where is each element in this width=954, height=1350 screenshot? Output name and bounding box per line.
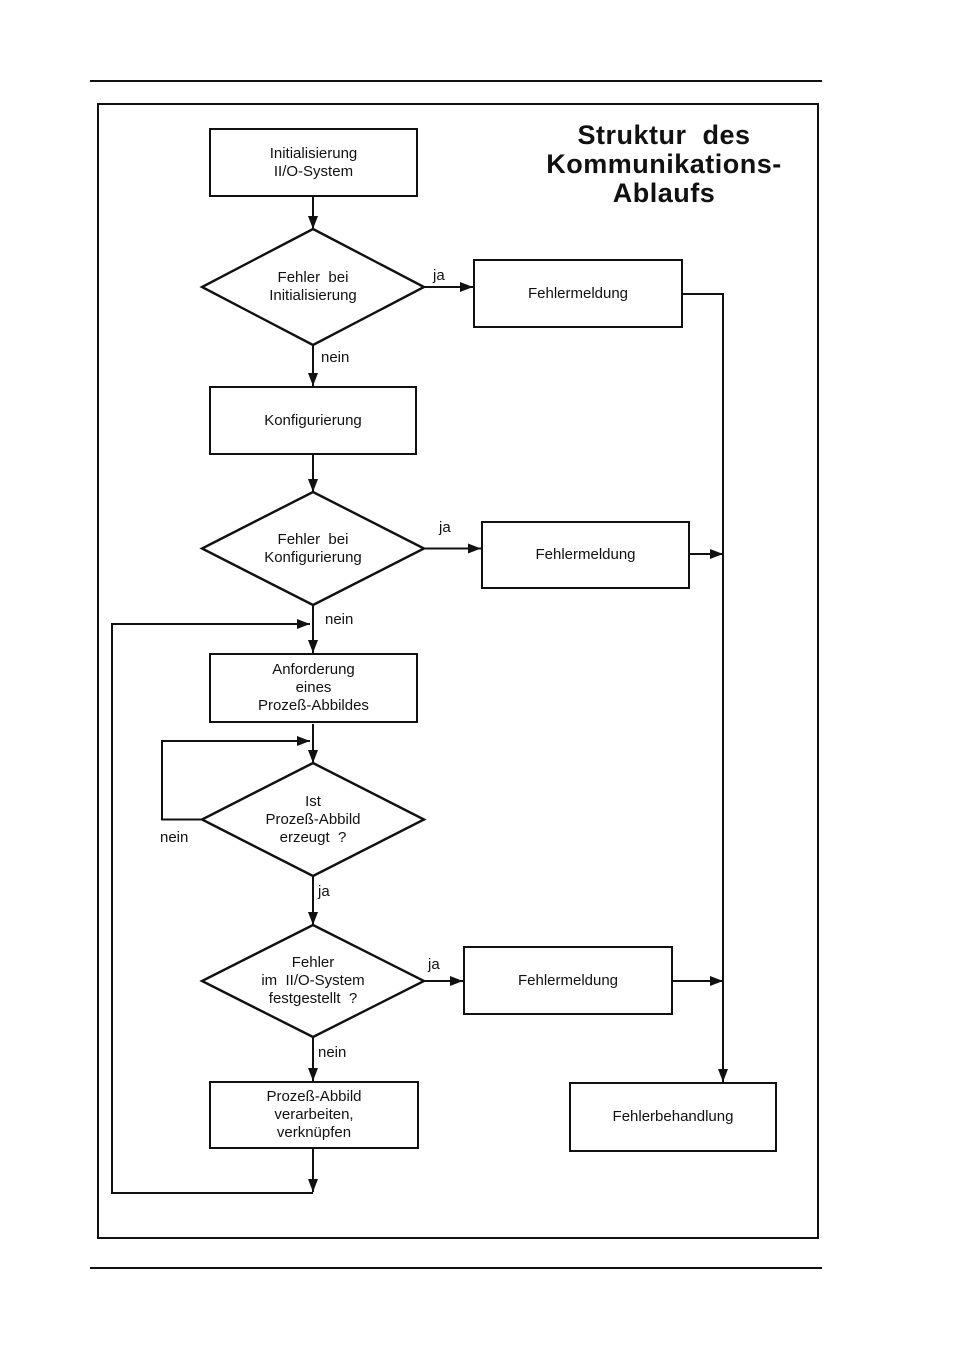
edge-label-ja-4: ja: [428, 956, 440, 973]
decision-fehler-system-shape: [199, 923, 427, 1039]
node-fehlermeldung-3: Fehlermeldung: [463, 946, 673, 1015]
diagram-title: Struktur des Kommunikations- Ablaufs: [546, 120, 782, 208]
node-anforderung: Anforderung eines Prozeß-Abbildes: [209, 653, 418, 723]
node-fehlermeldung-3-label: Fehlermeldung: [517, 971, 619, 989]
node-fehlerbehandlung-label: Fehlerbehandlung: [612, 1108, 734, 1125]
bottom-rule: [90, 1267, 822, 1269]
edge-label-nein-4: nein: [318, 1044, 347, 1061]
decision-prozess-abbild-shape: [199, 761, 427, 878]
decision-initialisierung-shape: [199, 227, 427, 347]
node-anforderung-label: Anforderung eines Prozeß-Abbildes: [258, 661, 369, 714]
decision-konfigurierung-shape: [199, 490, 427, 607]
node-fehlermeldung-2: Fehlermeldung: [481, 521, 690, 589]
node-initialisierung: Initialisierung II/O-System: [209, 128, 418, 197]
edge-label-ja-1: ja: [433, 267, 445, 284]
node-fehlermeldung-1-label: Fehlermeldung: [527, 284, 629, 302]
edge-label-ja-3: ja: [318, 883, 330, 900]
edge-main-loop: [111, 619, 313, 1194]
node-konfigurierung: Konfigurierung: [209, 386, 417, 455]
edge-label-nein-3: nein: [160, 829, 189, 846]
edge-label-nein-1: nein: [321, 349, 350, 366]
node-fehlermeldung-2-label: Fehlermeldung: [535, 546, 636, 563]
edge-label-nein-2: nein: [325, 611, 354, 628]
node-konfigurierung-label: Konfigurierung: [264, 411, 362, 429]
node-initialisierung-label: Initialisierung II/O-System: [269, 144, 358, 180]
node-fehlermeldung-1: Fehlermeldung: [473, 259, 683, 328]
edge-wait-loop-nein: [161, 736, 310, 821]
edge-label-ja-2: ja: [439, 519, 451, 536]
node-verarbeiten-label: Prozeß-Abbild verarbeiten, verknüpfen: [266, 1088, 362, 1141]
top-rule: [90, 80, 822, 82]
node-fehlerbehandlung: Fehlerbehandlung: [569, 1082, 777, 1152]
edge-error-bus: [683, 293, 728, 1082]
node-verarbeiten: Prozeß-Abbild verarbeiten, verknüpfen: [209, 1081, 419, 1149]
